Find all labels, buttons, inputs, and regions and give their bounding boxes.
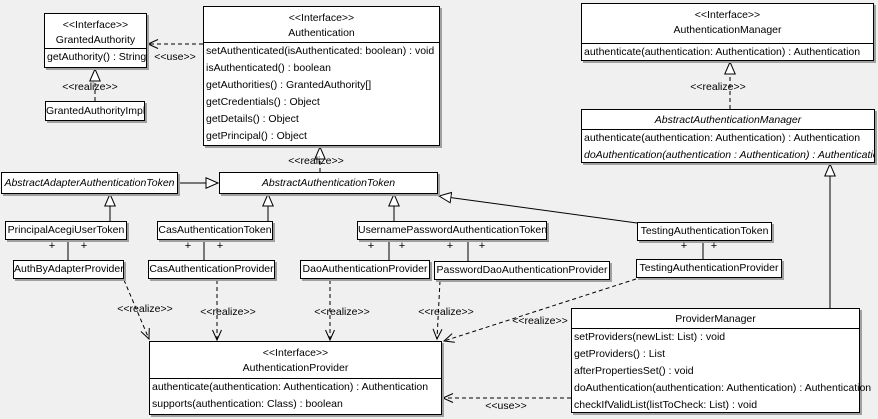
association-plus-label: + xyxy=(398,240,406,252)
realize-stereotype-label: <<realize>> xyxy=(62,81,118,93)
method-compartment: setAuthenticated(isAuthenticated: boolea… xyxy=(204,43,439,145)
class-name: AuthenticationProvider xyxy=(242,362,349,374)
generalization-edge-gen-testing-token-to-abstract-token xyxy=(437,191,638,224)
method-signature: setProviders(newList: List) : void xyxy=(574,331,726,343)
realize-stereotype-label: <<realize>> xyxy=(418,306,474,318)
class-name: DaoAuthenticationProvider xyxy=(302,263,428,275)
class-granted-authority-impl[interactable]: GrantedAuthorityImpl xyxy=(45,101,145,121)
class-header: <<Interface>> AuthenticationManager xyxy=(582,4,873,44)
class-dao-authentication-provider[interactable]: DaoAuthenticationProvider xyxy=(300,260,430,279)
class-cas-authentication-provider[interactable]: CasAuthenticationProvider xyxy=(148,260,275,279)
class-name: AbstractAuthenticationManager xyxy=(582,110,874,130)
class-name: UsernamePasswordAuthenticationToken xyxy=(358,224,546,236)
class-principal-acegi-user-token[interactable]: PrincipalAcegiUserToken xyxy=(5,221,127,240)
method-signature: supports(authentication: Class) : boolea… xyxy=(152,398,343,410)
class-name: GrantedAuthorityImpl xyxy=(46,105,144,117)
association-plus-label: + xyxy=(710,240,718,252)
method-signature: doAuthentication(authentication : Authen… xyxy=(584,149,874,161)
realize-stereotype-label: <<realize>> xyxy=(690,81,746,93)
method-signature: authenticate(authentication: Authenticat… xyxy=(584,46,861,58)
class-name: AuthenticationManager xyxy=(673,24,782,36)
class-password-dao-authentication-provider[interactable]: PasswordDaoAuthenticationProvider xyxy=(434,261,610,280)
method-compartment: authenticate(authentication: Authenticat… xyxy=(150,379,441,413)
class-name: ProviderManager xyxy=(572,309,859,329)
class-header: <<Interface>> Authentication xyxy=(204,7,439,43)
method-signature: getCredentials() : Object xyxy=(206,96,320,108)
class-testing-authentication-token[interactable]: TestingAuthenticationToken xyxy=(637,222,772,241)
class-name: PasswordDaoAuthenticationProvider xyxy=(436,264,608,276)
class-username-password-authentication-token[interactable]: UsernamePasswordAuthenticationToken xyxy=(357,221,547,240)
association-plus-label: + xyxy=(184,240,192,252)
stereotype-label: <<Interface>> xyxy=(262,347,329,359)
class-testing-authentication-provider[interactable]: TestingAuthenticationProvider xyxy=(636,259,782,278)
class-abstract-authentication-manager[interactable]: AbstractAuthenticationManager authenticat… xyxy=(581,109,875,163)
class-granted-authority[interactable]: <<Interface>> GrantedAuthority getAuthorit… xyxy=(44,13,147,68)
method-signature: getDetails() : Object xyxy=(206,113,299,125)
stereotype-label: <<Interface>> xyxy=(62,19,129,31)
association-plus-label: + xyxy=(48,240,56,252)
association-plus-label: + xyxy=(478,240,486,252)
method-signature: checkIfValidList(listToCheck: List) : vo… xyxy=(574,399,758,411)
class-abstract-authentication-token[interactable]: AbstractAuthenticationToken xyxy=(219,172,438,194)
method-signature: getAuthority() : String xyxy=(47,51,146,63)
class-authentication-provider[interactable]: <<Interface>> AuthenticationProvider authe… xyxy=(149,341,442,415)
class-header: <<Interface>> GrantedAuthority xyxy=(45,14,146,49)
stereotype-label: <<Interface>> xyxy=(694,9,761,21)
realize-stereotype-label: <<realize>> xyxy=(288,155,344,167)
class-header: <<Interface>> AuthenticationProvider xyxy=(150,342,441,379)
class-authentication[interactable]: <<Interface>> Authentication setAuthentica… xyxy=(203,6,440,146)
class-name: AbstractAuthenticationToken xyxy=(261,177,396,189)
use-stereotype-label: <<use>> xyxy=(154,51,196,63)
method-signature: getProviders() : List xyxy=(574,348,666,360)
realize-stereotype-label: <<realize>> xyxy=(314,306,370,318)
stereotype-label: <<Interface>> xyxy=(288,12,355,24)
association-plus-label: + xyxy=(446,240,454,252)
method-signature: authenticate(authentication: Authenticat… xyxy=(584,132,861,144)
association-plus-label: + xyxy=(367,240,375,252)
class-name: CasAuthenticationProvider xyxy=(149,263,274,275)
realize-stereotype-label: <<realize>> xyxy=(200,306,256,318)
method-signature: doAuthentication(authentication: Authent… xyxy=(574,382,872,394)
use-stereotype-label: <<use>> xyxy=(485,400,527,412)
method-signature: getPrincipal() : Object xyxy=(206,130,307,142)
method-compartment: authenticate(authentication: Authenticat… xyxy=(582,44,873,61)
association-plus-label: + xyxy=(80,240,88,252)
method-signature: setAuthenticated(isAuthenticated: boolea… xyxy=(206,45,435,57)
method-signature: afterPropertiesSet() : void xyxy=(574,365,694,377)
class-name: GrantedAuthority xyxy=(55,34,136,46)
class-name: PrincipalAcegiUserToken xyxy=(7,224,125,236)
method-signature: getAuthorities() : GrantedAuthority[] xyxy=(206,79,372,91)
class-name: TestingAuthenticationProvider xyxy=(639,262,779,274)
method-compartment: setProviders(newList: List) : void getPro… xyxy=(572,329,872,414)
class-name: Authentication xyxy=(288,27,355,39)
class-name: TestingAuthenticationToken xyxy=(640,225,769,237)
class-abstract-adapter-authentication-token[interactable]: AbstractAdapterAuthenticationToken xyxy=(1,172,178,194)
class-name: AbstractAdapterAuthenticationToken xyxy=(4,177,175,189)
class-name: CasAuthenticationToken xyxy=(158,224,272,236)
realize-stereotype-label: <<realize>> xyxy=(117,303,173,315)
class-name: AuthByAdapterProvider xyxy=(14,263,123,275)
method-signature: isAuthenticated() : boolean xyxy=(206,62,331,74)
association-plus-label: + xyxy=(216,240,224,252)
method-compartment: getAuthority() : String xyxy=(45,49,146,66)
method-compartment: authenticate(authentication: Authenticat… xyxy=(582,130,874,164)
class-cas-authentication-token[interactable]: CasAuthenticationToken xyxy=(157,221,273,240)
class-auth-by-adapter-provider[interactable]: AuthByAdapterProvider xyxy=(13,260,124,279)
realize-stereotype-label: <<realize>> xyxy=(512,315,568,327)
class-authentication-manager[interactable]: <<Interface>> AuthenticationManager authen… xyxy=(581,3,874,61)
association-plus-label: + xyxy=(680,240,688,252)
method-signature: authenticate(authentication: Authenticat… xyxy=(152,381,429,393)
